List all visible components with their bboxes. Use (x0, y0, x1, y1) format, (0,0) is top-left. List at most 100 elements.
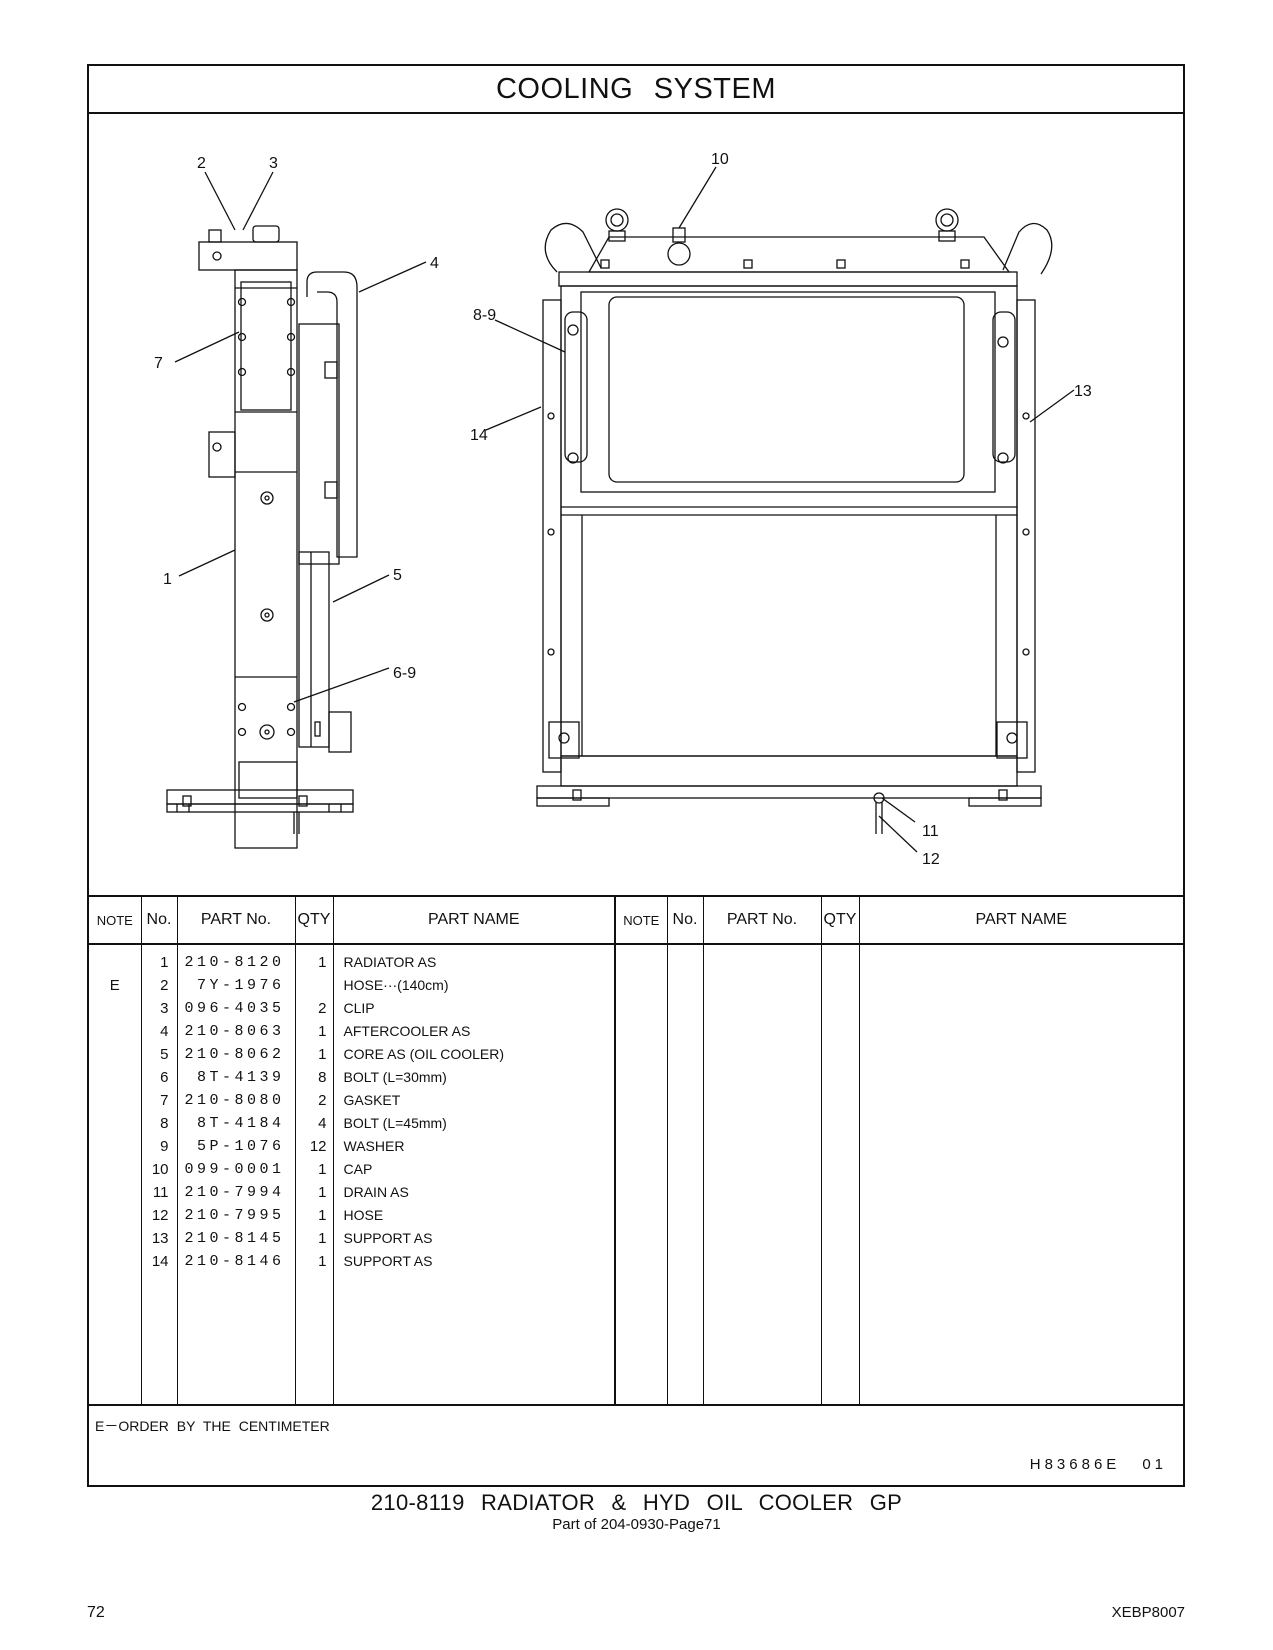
side-view-radiator (166, 225, 358, 849)
parts-list-table: NOTE No. PART No. QTY PART NAME NOTE No.… (89, 895, 1183, 1406)
cell-note (89, 997, 141, 1020)
cell-name: CLIP (343, 1000, 375, 1016)
cell-note: E (109, 977, 120, 994)
callout-10: 10 (711, 151, 729, 168)
cell-part-no: 7Y-1976 (196, 977, 285, 994)
cell-note (89, 1089, 141, 1112)
cell-qty: 1 (318, 1184, 327, 1201)
cell-note (89, 1043, 141, 1066)
cell-name: RADIATOR AS (343, 954, 437, 970)
cell-part-no: 8T-4139 (196, 1069, 285, 1086)
header-no-right: No. (666, 895, 703, 945)
cell-part-no: 210-8146 (184, 1253, 285, 1270)
cell-part-no: 096-4035 (184, 1000, 285, 1017)
cell-qty: 1 (318, 1253, 327, 1270)
callout-4: 4 (430, 255, 439, 272)
cell-name: WASHER (343, 1138, 405, 1154)
cell-note (89, 1227, 141, 1250)
cell-note (89, 1204, 141, 1227)
drawing-revision: 01 (1142, 1456, 1167, 1473)
section-title: COOLING SYSTEM (89, 66, 1183, 114)
cell-no: 2 (160, 977, 169, 994)
cell-no: 6 (160, 1069, 169, 1086)
note-column: E (89, 944, 141, 1406)
cell-note (89, 1181, 141, 1204)
cell-name: HOSE (343, 1207, 384, 1223)
cell-qty: 1 (318, 954, 327, 971)
part-no-column-right (702, 944, 821, 1406)
cell-part-no: 210-7995 (184, 1207, 285, 1224)
cell-qty: 2 (318, 1000, 327, 1017)
cell-name: BOLT (L=45mm) (343, 1115, 447, 1131)
cell-name: GASKET (343, 1092, 401, 1108)
callout-leaders (174, 166, 1075, 853)
cell-no: 5 (160, 1046, 169, 1063)
cell-qty: 2 (318, 1092, 327, 1109)
header-qty-right: QTY (820, 895, 859, 945)
cell-qty (296, 974, 333, 997)
header-part-no: PART No. (176, 895, 295, 945)
cell-name: BOLT (L=30mm) (343, 1069, 447, 1085)
cell-name: SUPPORT AS (343, 1230, 433, 1246)
cell-part-no: 210-8145 (184, 1230, 285, 1247)
callout-2: 2 (197, 155, 206, 172)
header-part-name: PART NAME (332, 895, 615, 945)
cell-name: HOSE···(140cm) (343, 977, 449, 993)
cell-name: AFTERCOOLER AS (343, 1023, 471, 1039)
header-note: NOTE (89, 895, 141, 945)
header-no: No. (140, 895, 177, 945)
cell-qty: 1 (318, 1023, 327, 1040)
callout-6-9: 6-9 (393, 665, 416, 682)
part-name-column: RADIATOR AS HOSE···(140cm) CLIP AFTERCOOLER… (332, 944, 615, 1406)
cell-note (89, 1158, 141, 1181)
cell-no: 10 (151, 1161, 169, 1178)
cell-part-no: 210-7994 (184, 1184, 285, 1201)
cell-qty: 1 (318, 1230, 327, 1247)
group-title: 210-8119 RADIATOR & HYD OIL COOLER GP (370, 1490, 903, 1515)
cell-part-no: 099-0001 (184, 1161, 285, 1178)
cell-name: DRAIN AS (343, 1184, 409, 1200)
drawing-number-code: H83686E (1029, 1456, 1121, 1473)
callout-11: 11 (922, 823, 939, 840)
cell-part-no: 5P-1076 (196, 1138, 285, 1155)
header-qty: QTY (294, 895, 333, 945)
cell-part-no: 210-8080 (184, 1092, 285, 1109)
cell-no: 7 (160, 1092, 169, 1109)
callout-1: 1 (163, 571, 172, 588)
cell-qty: 1 (318, 1046, 327, 1063)
cell-name: SUPPORT AS (343, 1253, 433, 1269)
qty-column-right (820, 944, 859, 1406)
cell-qty: 4 (318, 1115, 327, 1132)
drawing-number: H83686E 01 (1030, 1456, 1167, 1473)
exploded-view-drawing: 2 3 4 7 1 5 6-9 8-9 10 13 14 11 12 (89, 112, 1183, 895)
cell-no: 8 (160, 1115, 169, 1132)
cell-note (89, 1066, 141, 1089)
header-part-name-right: PART NAME (858, 895, 1183, 945)
cell-name: CORE AS (OIL COOLER) (343, 1046, 505, 1062)
cell-note (89, 1250, 141, 1273)
callout-5: 5 (393, 567, 402, 584)
cell-qty: 1 (318, 1207, 327, 1224)
cell-qty: 1 (318, 1161, 327, 1178)
cell-name: CAP (343, 1161, 373, 1177)
callout-8-9: 8-9 (473, 307, 496, 324)
part-name-column-right (858, 944, 1183, 1406)
cell-no: 13 (151, 1230, 169, 1247)
cell-note (89, 1135, 141, 1158)
callout-3: 3 (269, 155, 278, 172)
cell-no: 14 (151, 1253, 169, 1270)
cell-no: 3 (160, 1000, 169, 1017)
no-column-right (666, 944, 703, 1406)
group-subtitle: Part of 204-0930-Page71 (552, 1516, 721, 1533)
radiator-line-drawing: 2 3 4 7 1 5 6-9 8-9 10 13 14 11 12 (154, 151, 1092, 868)
cell-note (89, 951, 141, 974)
cell-note (89, 1020, 141, 1043)
cell-no: 4 (160, 1023, 169, 1040)
document-code: XEBP8007 (1111, 1604, 1185, 1621)
callout-14: 14 (470, 427, 488, 444)
header-part-no-right: PART No. (702, 895, 821, 945)
cell-part-no: 8T-4184 (196, 1115, 285, 1132)
